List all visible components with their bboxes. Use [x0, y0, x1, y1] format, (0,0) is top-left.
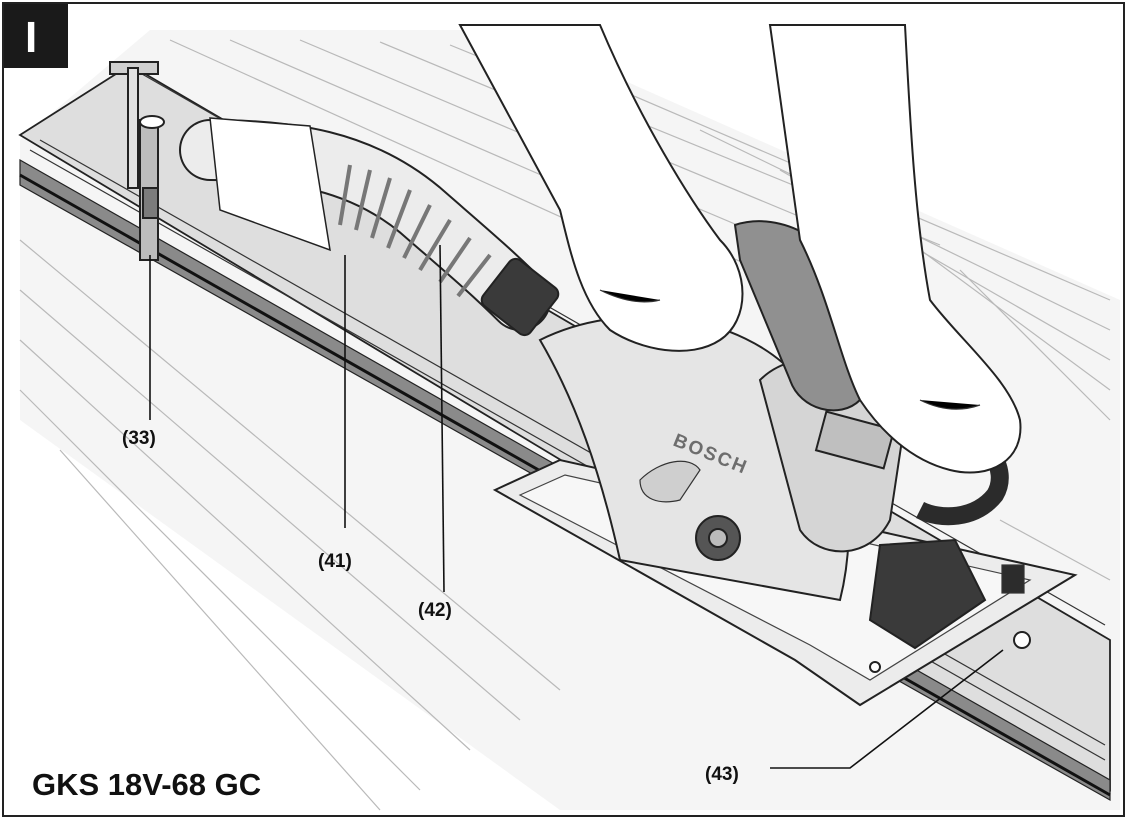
- operator-hands: [458, 24, 1022, 474]
- callout-leaders: [149, 244, 1004, 769]
- figure-label-badge: I: [4, 4, 68, 68]
- screw-clamp: [109, 61, 165, 261]
- callout-43: (43): [705, 764, 739, 785]
- leader-43: [770, 649, 1004, 769]
- suction-adapter: [209, 117, 331, 252]
- leader-42: [439, 244, 445, 593]
- callout-33: (33): [122, 428, 156, 449]
- figure-label: I: [25, 13, 37, 62]
- callout-42: (42): [418, 600, 452, 621]
- callout-41: (41): [318, 551, 352, 572]
- model-name: GKS 18V-68 GC: [32, 767, 261, 802]
